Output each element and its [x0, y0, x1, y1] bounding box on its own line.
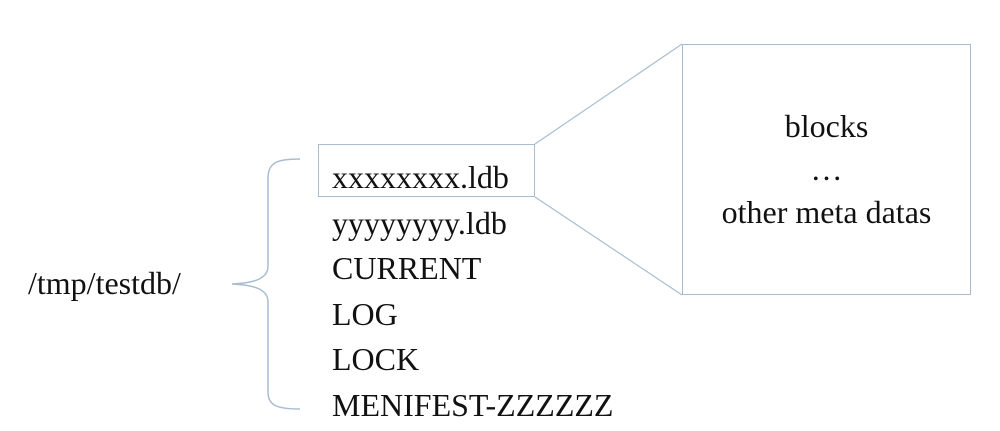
- zoom-line-top: [534, 43, 683, 145]
- detail-ellipsis: …: [810, 151, 843, 187]
- ldb-detail-box: blocks … other meta datas: [682, 44, 971, 295]
- detail-blocks: blocks: [784, 108, 869, 144]
- file-list: xxxxxxxx.ldb yyyyyyyy.ldb CURRENT LOG LO…: [332, 155, 613, 428]
- file-item-yyyyyyyy-ldb: yyyyyyyy.ldb: [332, 204, 507, 241]
- file-item-current: CURRENT: [332, 250, 482, 286]
- zoom-line-bottom: [534, 196, 683, 296]
- file-item-lock: LOCK: [332, 341, 420, 377]
- highlighted-file-box: [318, 144, 535, 197]
- file-item-xxxxxxxx-ldb: xxxxxxxx.ldb: [332, 159, 509, 195]
- detail-other-meta: other meta datas: [721, 194, 932, 230]
- directory-path-label: /tmp/testdb/: [28, 265, 181, 301]
- file-item-log: LOG: [332, 295, 398, 332]
- directory-brace: [231, 158, 301, 410]
- file-item-manifest: MENIFEST-ZZZZZZ: [332, 386, 614, 423]
